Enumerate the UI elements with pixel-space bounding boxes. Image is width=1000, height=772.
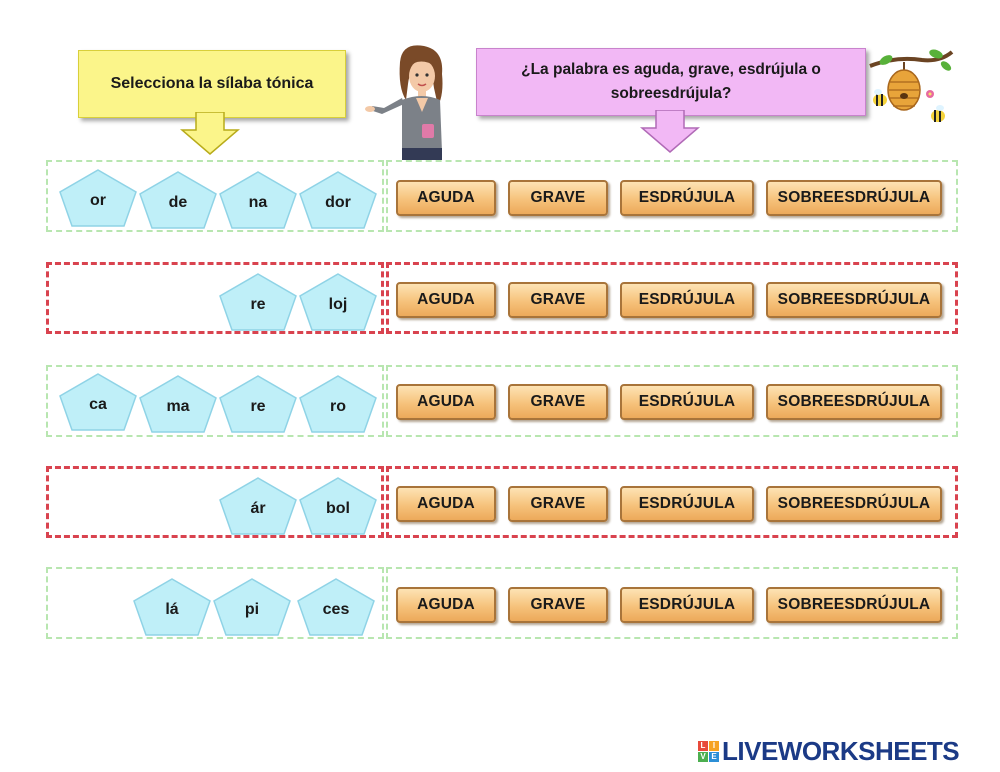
arrow-down-yellow-icon bbox=[180, 112, 240, 155]
row-2-options-area bbox=[386, 262, 958, 334]
syllable-text: dor bbox=[325, 194, 351, 211]
option-esdrujula-button[interactable]: ESDRÚJULA bbox=[620, 587, 754, 623]
syllable-text: ces bbox=[322, 601, 350, 618]
syllable-text: ár bbox=[250, 500, 266, 517]
arrow-down-pink-icon bbox=[640, 110, 700, 153]
row-3-syllables-area bbox=[46, 365, 384, 437]
syllable-button[interactable]: ro bbox=[298, 374, 378, 434]
syllable-button[interactable]: na bbox=[218, 170, 298, 230]
syllable-button[interactable]: de bbox=[138, 170, 218, 230]
syllable-text: pi bbox=[244, 601, 260, 618]
option-grave-button[interactable]: GRAVE bbox=[508, 587, 608, 623]
option-esdrujula-button[interactable]: ESDRÚJULA bbox=[620, 486, 754, 522]
syllable-button[interactable]: ces bbox=[296, 577, 376, 637]
option-sobreesdrujula-button[interactable]: SOBREESDRÚJULA bbox=[766, 486, 942, 522]
option-sobreesdrujula-button[interactable]: SOBREESDRÚJULA bbox=[766, 587, 942, 623]
option-sobreesdrujula-button[interactable]: SOBREESDRÚJULA bbox=[766, 282, 942, 318]
syllable-text: na bbox=[248, 194, 268, 211]
option-aguda-button[interactable]: AGUDA bbox=[396, 180, 496, 216]
row-1-options-area bbox=[386, 160, 958, 232]
instruction-left-text: Selecciona la sílaba tónica bbox=[110, 75, 314, 92]
logo-letter: V bbox=[698, 752, 708, 762]
syllable-text: re bbox=[250, 296, 266, 313]
row-2-syllables-area bbox=[46, 262, 384, 334]
option-esdrujula-button[interactable]: ESDRÚJULA bbox=[620, 384, 754, 420]
syllable-button[interactable]: ár bbox=[218, 476, 298, 536]
option-grave-button[interactable]: GRAVE bbox=[508, 282, 608, 318]
syllable-button[interactable]: re bbox=[218, 374, 298, 434]
option-aguda-button[interactable]: AGUDA bbox=[396, 282, 496, 318]
row-5-syllables-area bbox=[46, 567, 384, 639]
liveworksheets-logo[interactable]: L I V E LIVEWORKSHEETS bbox=[698, 736, 960, 767]
option-sobreesdrujula-button[interactable]: SOBREESDRÚJULA bbox=[766, 384, 942, 420]
syllable-text: de bbox=[168, 194, 188, 211]
row-5-options-area bbox=[386, 567, 958, 639]
logo-text: LIVEWORKSHEETS bbox=[722, 736, 960, 766]
syllable-button[interactable]: or bbox=[58, 168, 138, 228]
option-grave-button[interactable]: GRAVE bbox=[508, 486, 608, 522]
syllable-text: ma bbox=[166, 398, 190, 415]
syllable-button[interactable]: ca bbox=[58, 372, 138, 432]
syllable-button[interactable]: pi bbox=[212, 577, 292, 637]
instruction-select-tonic-syllable: Selecciona la sílaba tónica bbox=[78, 50, 346, 118]
syllable-button[interactable]: loj bbox=[298, 272, 378, 332]
syllable-text: bol bbox=[326, 500, 350, 517]
option-grave-button[interactable]: GRAVE bbox=[508, 180, 608, 216]
logo-letter: E bbox=[709, 752, 719, 762]
syllable-text: re bbox=[250, 398, 266, 415]
row-4-options-area bbox=[386, 466, 958, 538]
syllable-text: ca bbox=[89, 396, 107, 413]
option-aguda-button[interactable]: AGUDA bbox=[396, 384, 496, 420]
syllable-button[interactable]: lá bbox=[132, 577, 212, 637]
beehive-illustration bbox=[869, 49, 954, 122]
option-esdrujula-button[interactable]: ESDRÚJULA bbox=[620, 180, 754, 216]
syllable-text: loj bbox=[328, 296, 348, 313]
row-3-options-area bbox=[386, 365, 958, 437]
instruction-word-type: ¿La palabra es aguda, grave, esdrújula o… bbox=[476, 48, 866, 116]
instruction-right-line2: sobreesdrújula? bbox=[610, 85, 732, 102]
option-aguda-button[interactable]: AGUDA bbox=[396, 587, 496, 623]
syllable-text: lá bbox=[165, 601, 179, 618]
row-1-syllables-area bbox=[46, 160, 384, 232]
syllable-text: ro bbox=[330, 398, 346, 415]
option-grave-button[interactable]: GRAVE bbox=[508, 384, 608, 420]
logo-mark-icon: L I V E bbox=[698, 741, 719, 762]
syllable-button[interactable]: ma bbox=[138, 374, 218, 434]
syllable-button[interactable]: dor bbox=[298, 170, 378, 230]
option-aguda-button[interactable]: AGUDA bbox=[396, 486, 496, 522]
logo-letter: L bbox=[698, 741, 708, 751]
syllable-button[interactable]: re bbox=[218, 272, 298, 332]
option-sobreesdrujula-button[interactable]: SOBREESDRÚJULA bbox=[766, 180, 942, 216]
syllable-text: or bbox=[90, 192, 106, 209]
syllable-button[interactable]: bol bbox=[298, 476, 378, 536]
option-esdrujula-button[interactable]: ESDRÚJULA bbox=[620, 282, 754, 318]
instruction-right-line1: ¿La palabra es aguda, grave, esdrújula o bbox=[521, 61, 821, 78]
row-4-syllables-area bbox=[46, 466, 384, 538]
logo-letter: I bbox=[709, 741, 719, 751]
teacher-illustration bbox=[365, 45, 443, 160]
